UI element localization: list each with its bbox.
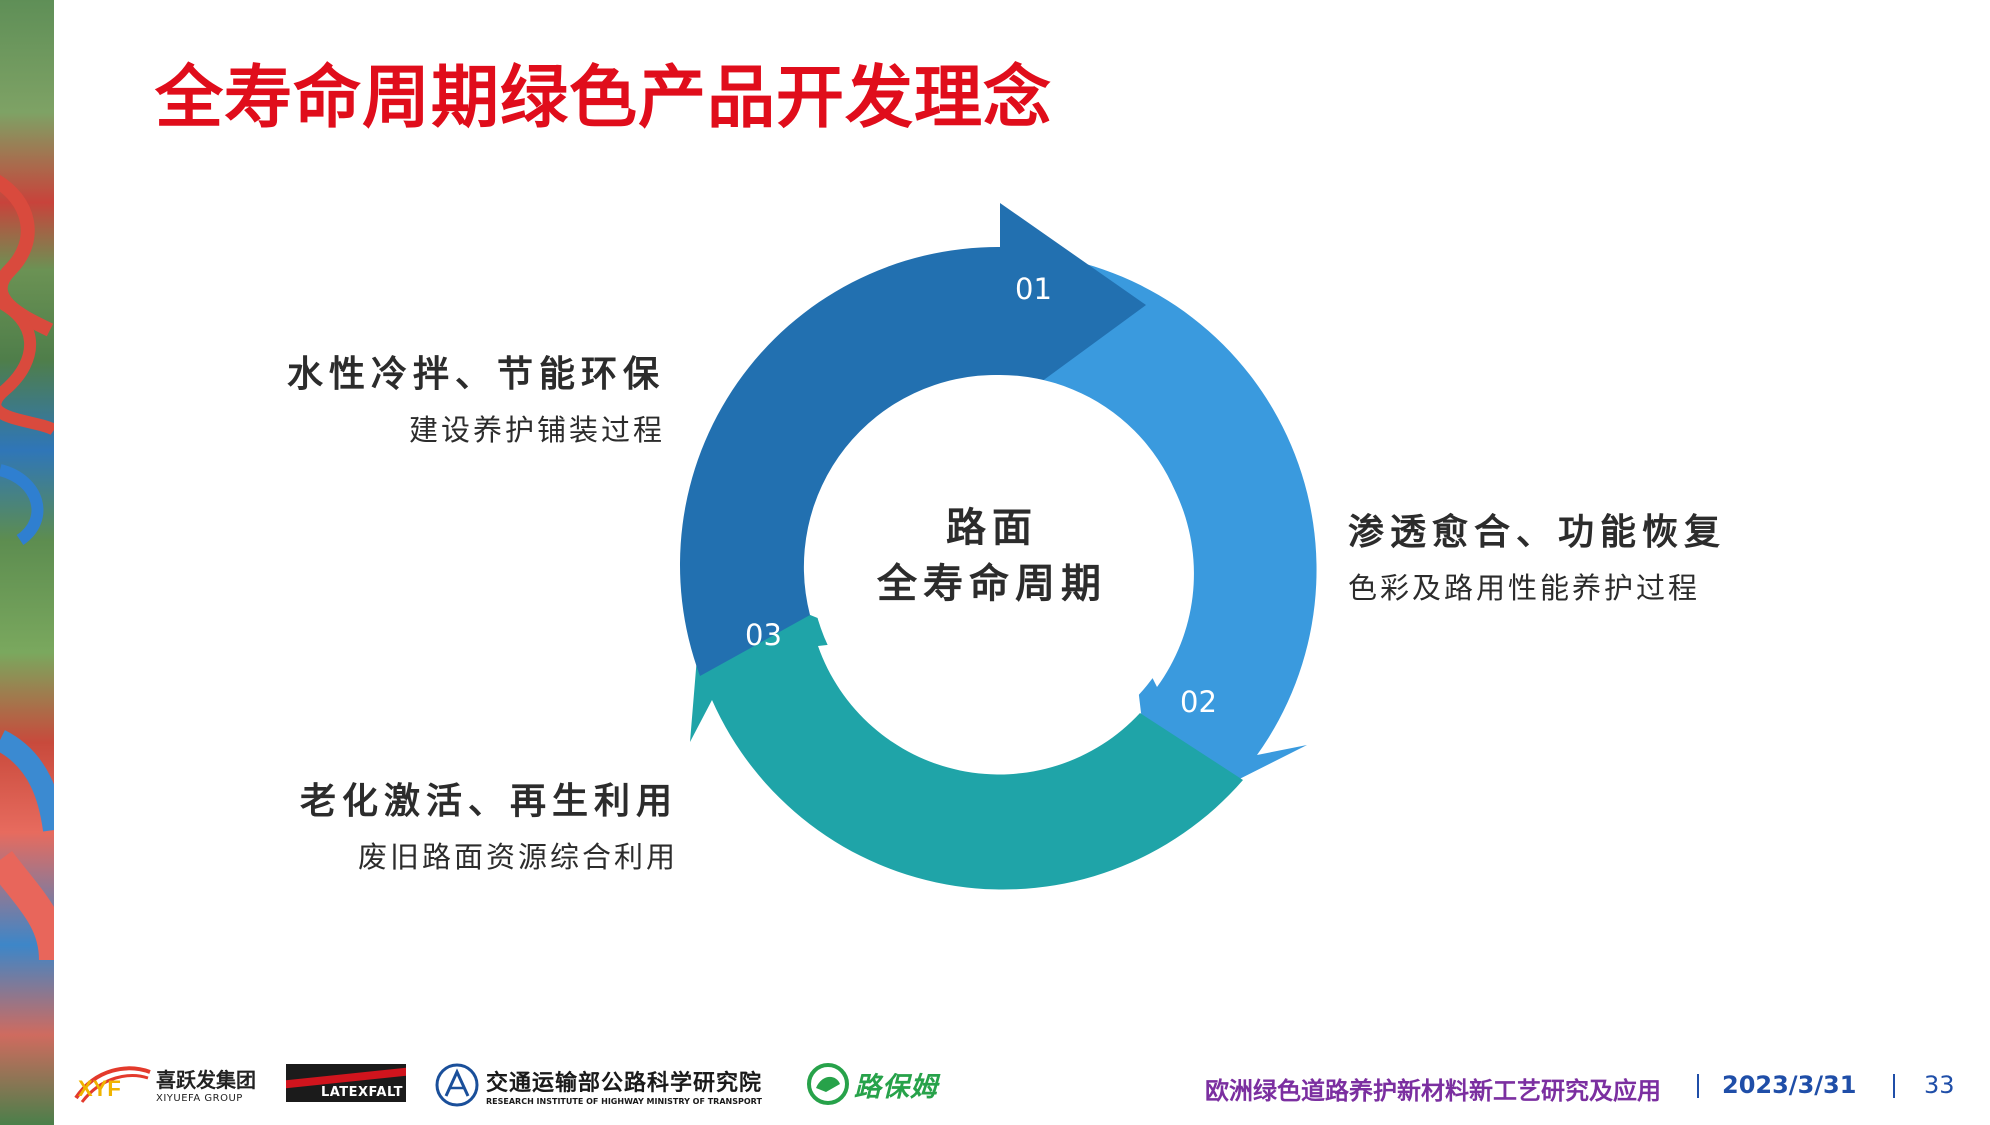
step-heading-03: 老化激活、再生利用 <box>299 781 678 822</box>
cycle-arrow-01 <box>679 203 1146 676</box>
lubaomu-emblem-icon <box>807 1063 849 1105</box>
step-subtitle-03: 废旧路面资源综合利用 <box>357 840 678 874</box>
step-number-02: 02 <box>1180 685 1217 719</box>
step-heading-02: 渗透愈合、功能恢复 <box>1348 512 1727 553</box>
cycle-center-disk <box>810 375 1190 755</box>
step-heading-01: 水性冷拌、节能环保 <box>286 354 665 395</box>
lubaomu-name: 路保姆 <box>854 1071 938 1103</box>
page-title: 全寿命周期绿色产品开发理念 <box>155 59 1053 138</box>
footer-date: 2023/3/31 <box>1722 1071 1857 1099</box>
xiyuefa-name: 喜跃发集团 <box>156 1068 256 1092</box>
step-caption-02: 渗透愈合、功能恢复 色彩及路用性能养护过程 <box>1348 503 1726 607</box>
center-label-line1: 路面 <box>946 505 1038 551</box>
latexfalt-text: LATEXFALT <box>320 1085 403 1100</box>
step-number-03: 03 <box>745 618 782 652</box>
logo-lubaomu: 路保姆 <box>806 1062 938 1106</box>
research-institute-name: 交通运输部公路科学研究院 <box>486 1070 763 1096</box>
logo-research-institute: 交通运输部公路科学研究院 RESEARCH INSTITUTE OF HIGHW… <box>434 1062 762 1108</box>
step-subtitle-02: 色彩及路用性能养护过程 <box>1348 571 1701 605</box>
step-number-01: 01 <box>1015 272 1052 306</box>
page-number: 33 <box>1924 1071 1955 1099</box>
xiyuefa-name-en: XIYUEFA GROUP <box>156 1093 243 1104</box>
logo-latexfalt: LATEXFALT <box>286 1064 406 1102</box>
cycle-arrow-02 <box>1031 255 1317 822</box>
xiyuefa-mark-icon: XYF <box>74 1066 151 1103</box>
footer-subject: 欧洲绿色道路养护新材料新工艺研究及应用 <box>1205 1077 1661 1105</box>
footer-separator <box>1893 1074 1895 1098</box>
logo-xiyuefa: XYF 喜跃发集团 XIYUEFA GROUP <box>72 1062 256 1106</box>
step-caption-01: 水性冷拌、节能环保 建设养护铺装过程 <box>287 345 665 449</box>
cycle-center-label: 路面 全寿命周期 <box>862 500 1122 612</box>
cycle-arrow-03 <box>690 572 1243 890</box>
xiyuefa-mark-text: XYF <box>78 1076 121 1101</box>
step-caption-03: 老化激活、再生利用 废旧路面资源综合利用 <box>300 772 678 876</box>
footer-separator <box>1697 1074 1699 1098</box>
center-label-line2: 全寿命周期 <box>877 561 1107 607</box>
side-photo-strip <box>0 0 54 1125</box>
step-subtitle-01: 建设养护铺装过程 <box>408 413 665 447</box>
research-institute-name-en: RESEARCH INSTITUTE OF HIGHWAY MINISTRY O… <box>486 1096 762 1106</box>
research-institute-emblem-icon <box>435 1063 479 1107</box>
